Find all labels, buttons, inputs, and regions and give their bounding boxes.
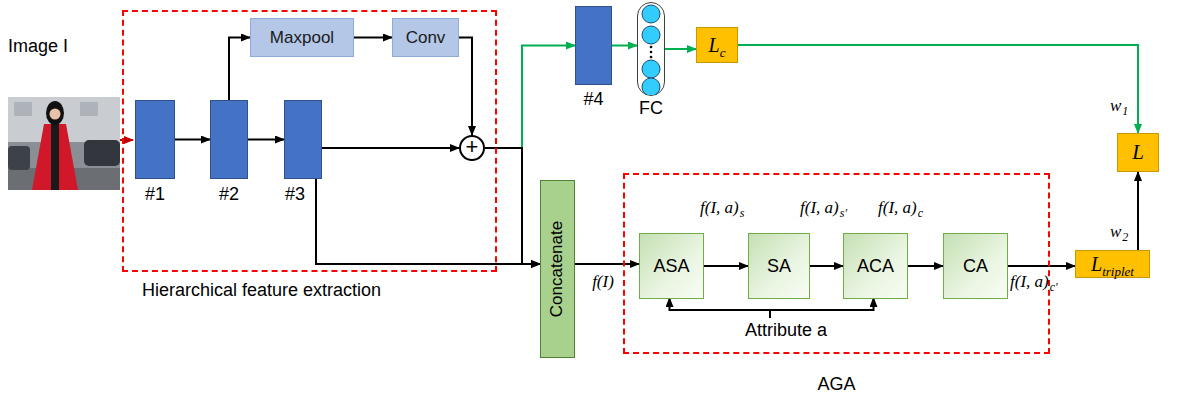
- feature-block: #4: [575, 6, 612, 85]
- classification-arrow: [665, 48, 696, 50]
- node-caption: #1: [145, 184, 165, 205]
- input-photo: [8, 97, 120, 190]
- attention-box: ACA: [843, 233, 908, 299]
- data-flow-arrow: [908, 265, 943, 267]
- classification-arrow: [738, 45, 1138, 133]
- photo-background: [8, 97, 120, 190]
- data-flow-arrow: [485, 148, 540, 264]
- node-caption: #4: [583, 89, 603, 110]
- attribute-input-lines: [670, 298, 874, 318]
- classification-arrow: [485, 46, 575, 149]
- attribute-label: Attribute a: [745, 320, 827, 341]
- feature-symbol: f(I, a): [878, 198, 917, 218]
- photo-window: [80, 102, 98, 116]
- feature-symbol: f(I, a): [700, 198, 739, 218]
- feature-subscript: c: [918, 207, 923, 221]
- fc-layer: FC: [637, 2, 665, 96]
- node-label: ASA: [653, 256, 689, 277]
- feature-block: #1: [135, 100, 175, 179]
- neuron: [642, 60, 660, 78]
- data-flow-arrow: [459, 38, 472, 136]
- node-label: L: [1132, 140, 1144, 164]
- feature-subscript: s: [740, 207, 745, 221]
- data-flow-arrow: [575, 263, 639, 265]
- photo-face: [50, 109, 61, 120]
- loss-box: L: [1117, 133, 1159, 172]
- weight-symbol: w: [1110, 96, 1121, 116]
- node-label: ACA: [857, 256, 894, 277]
- loss-box: Ltriplet: [1075, 250, 1150, 278]
- node-label: Conv: [406, 28, 446, 48]
- classification-arrow: [612, 45, 637, 47]
- node-caption: AGA: [817, 374, 855, 395]
- input-label: Image I: [8, 36, 68, 57]
- node-caption: Hierarchical feature extraction: [142, 280, 381, 301]
- weight-subscript: 2: [1122, 231, 1128, 245]
- node-label: +: [466, 136, 479, 158]
- photo-red-coat: [32, 124, 78, 190]
- feature-symbol: f(I, a): [800, 198, 839, 218]
- neuron: [642, 5, 660, 23]
- photo-car: [84, 140, 120, 166]
- edge-label: f(I): [590, 272, 616, 292]
- loss-symbol: Lc: [709, 34, 726, 56]
- loss-subscript: triplet: [1102, 264, 1134, 279]
- data-flow-arrow: [248, 139, 284, 141]
- feature-block: #3: [284, 100, 322, 179]
- data-flow-arrow: [1008, 265, 1075, 267]
- data-flow-arrow: [316, 179, 540, 264]
- data-flow-arrow: [1137, 172, 1139, 250]
- ellipsis-dot: [650, 51, 653, 54]
- photo-window: [14, 102, 32, 116]
- feature-symbol: f(I, a): [1010, 272, 1049, 292]
- module-region: Hierarchical feature extraction#1#2#3Max…: [122, 10, 497, 272]
- weight-subscript: 1: [1122, 105, 1128, 119]
- attention-box: SA: [748, 233, 810, 299]
- attribute-arrow: [873, 298, 875, 311]
- data-flow-arrow: [810, 265, 843, 267]
- neuron: [642, 26, 660, 44]
- photo-hair: [46, 101, 64, 125]
- neuron: [642, 78, 660, 95]
- feature-block: #2: [210, 100, 248, 179]
- loss-letter: L: [1091, 253, 1102, 275]
- data-flow-arrow: [229, 38, 250, 101]
- attention-box: CA: [943, 233, 1008, 299]
- data-flow-arrow: [704, 265, 748, 267]
- ellipsis-dot: [650, 46, 653, 49]
- data-flow-arrow: [322, 147, 459, 149]
- node-label: SA: [767, 256, 791, 277]
- feature-subscript: c′: [1050, 281, 1058, 295]
- data-flow-arrow: [175, 139, 210, 141]
- sum-node: +: [459, 135, 485, 161]
- loss-letter: L: [709, 34, 720, 56]
- concat-box: Concatenate: [540, 180, 575, 358]
- feature-subscript: s′: [840, 207, 847, 221]
- node-label: CA: [963, 256, 988, 277]
- loss-symbol: Ltriplet: [1091, 253, 1134, 275]
- node-label: Concatenate: [548, 221, 568, 317]
- data-flow-arrow: [354, 37, 392, 39]
- loss-box: Lc: [696, 27, 738, 63]
- conv-box: Conv: [392, 18, 459, 57]
- attention-box: ASA: [639, 233, 704, 299]
- attribute-arrow: [669, 298, 671, 311]
- node-caption: #2: [219, 184, 239, 205]
- node-caption: #3: [285, 184, 305, 205]
- node-label: Maxpool: [270, 28, 334, 48]
- attribute-stem: [769, 310, 771, 318]
- maxpool-box: Maxpool: [250, 18, 354, 57]
- ellipsis-dot: [650, 56, 653, 59]
- weight-symbol: w: [1110, 222, 1121, 242]
- node-caption: FC: [639, 98, 663, 119]
- photo-black-top: [51, 124, 59, 190]
- photo-car: [8, 146, 30, 170]
- attribute-bus: [670, 309, 874, 311]
- loss-subscript: c: [720, 45, 726, 60]
- fc-neurons: [638, 3, 664, 95]
